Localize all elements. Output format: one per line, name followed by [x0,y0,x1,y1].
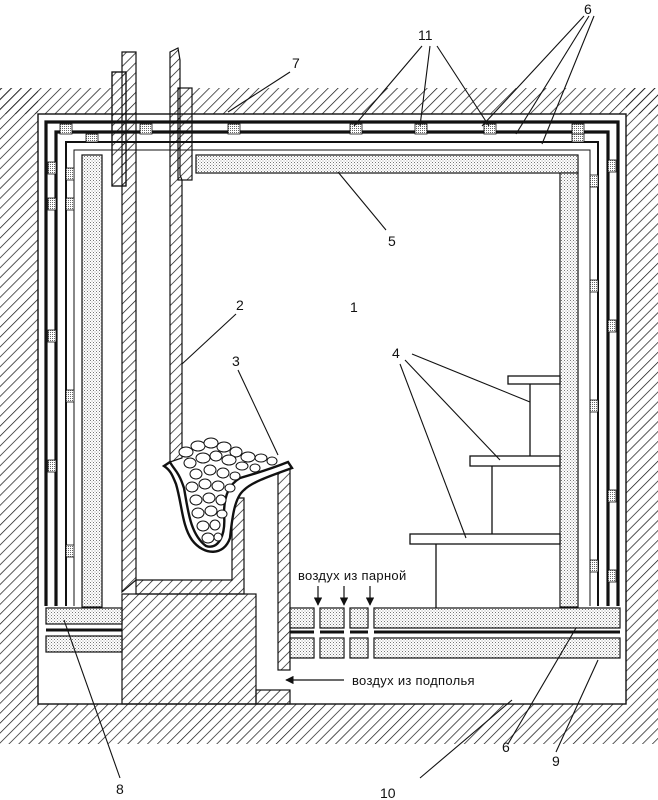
label-6-bottom: 6 [502,739,510,755]
label-4: 4 [392,345,400,361]
label-2: 2 [236,297,244,313]
captions: воздух из парной воздух из подполья [298,568,475,688]
label-3: 3 [232,353,240,369]
wall-layers [44,120,620,608]
leader-lines [63,15,599,779]
label-6-top: 6 [584,1,592,17]
label-1: 1 [350,299,358,315]
floor-layers [45,607,621,659]
label-7: 7 [292,55,300,71]
caption-air-from-steam-room: воздух из парной [298,568,407,583]
label-5: 5 [388,233,396,249]
number-labels: 1 2 3 4 5 6 6 7 8 9 10 11 [116,1,592,800]
label-10: 10 [380,785,396,800]
label-9: 9 [552,753,560,769]
benches [409,375,561,608]
label-8: 8 [116,781,124,797]
caption-air-from-underfloor: воздух из подполья [352,673,475,688]
label-11: 11 [418,27,433,43]
air-flow-arrows [285,586,375,685]
stove-and-chimney [111,47,294,705]
